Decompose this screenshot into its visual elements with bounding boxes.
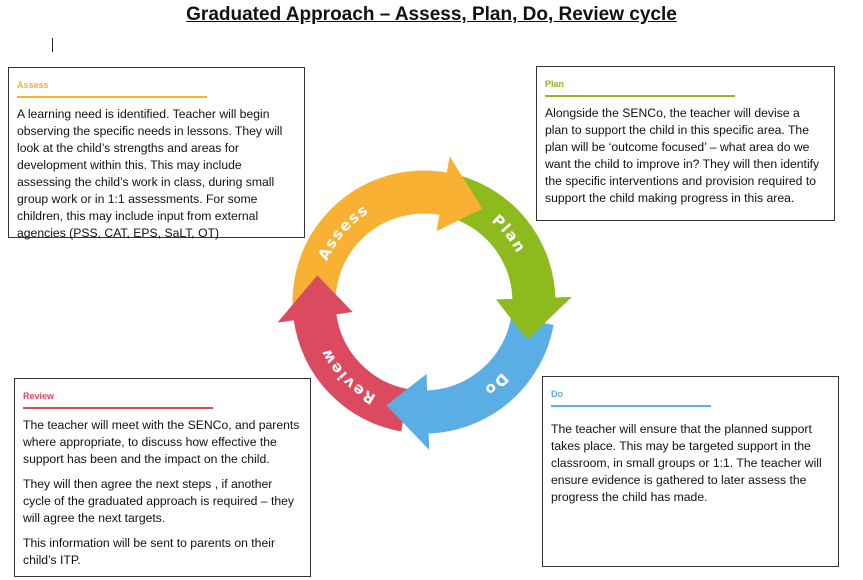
review-text-1: The teacher will meet with the SENCo, an…: [23, 418, 300, 466]
do-heading: Do: [551, 386, 711, 407]
assess-heading: Assess: [17, 77, 207, 98]
plan-arrowhead: [495, 296, 572, 340]
assess-arrowhead: [436, 156, 483, 232]
plan-heading: Plan: [545, 76, 735, 97]
do-box: Do The teacher will ensure that the plan…: [542, 376, 839, 567]
review-text-3: This information will be sent to parents…: [23, 536, 275, 567]
do-arrowhead: [386, 373, 430, 450]
page-title: Graduated Approach – Assess, Plan, Do, R…: [186, 4, 677, 25]
assess-text: A learning need is identified. Teacher w…: [17, 107, 283, 240]
text-cursor: [52, 38, 53, 52]
plan-text: Alongside the SENCo, the teacher will de…: [545, 106, 820, 205]
review-text-2: They will then agree the next steps , if…: [23, 477, 295, 525]
do-text: The teacher will ensure that the planned…: [551, 422, 822, 504]
assess-box: Assess A learning need is identified. Te…: [8, 67, 305, 240]
do-arrow-body: [424, 316, 554, 434]
plan-box: Plan Alongside the SENCo, the teacher wi…: [536, 66, 835, 221]
review-arrowhead: [277, 275, 353, 323]
review-heading: Review: [23, 388, 213, 409]
review-box: Review The teacher will meet with the SE…: [14, 378, 311, 577]
